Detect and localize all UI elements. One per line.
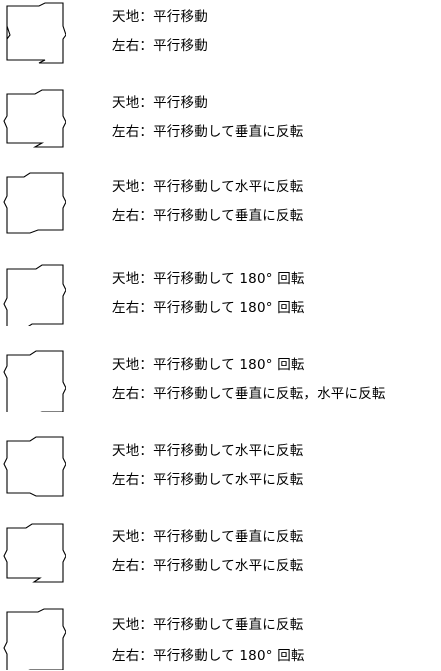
tile-shape-6 <box>2 436 66 498</box>
row-2-top-bottom-rule: 天地：平行移動 <box>112 95 208 111</box>
row-4-top-bottom-rule: 天地：平行移動して 180° 回転 <box>112 271 305 287</box>
tiling-row-6: 天地：平行移動して水平に反転 左右：平行移動して水平に反転 <box>0 434 441 498</box>
tiling-row-1: 天地：平行移動 左右：平行移動 <box>0 0 441 64</box>
tile-shape-5 <box>2 350 66 412</box>
tile-shape-1 <box>2 2 66 64</box>
row-1-top-bottom-rule: 天地：平行移動 <box>112 9 208 25</box>
row-8-top-bottom-rule: 天地：平行移動して垂直に反転 <box>112 617 304 633</box>
tile-shape-2 <box>2 88 66 150</box>
tiling-row-5: 天地：平行移動して 180° 回転 左右：平行移動して垂直に反転，水平に反転 <box>0 348 441 412</box>
tiling-row-2: 天地：平行移動 左右：平行移動して垂直に反転 <box>0 86 441 148</box>
tiling-row-3: 天地：平行移動して水平に反転 左右：平行移動して垂直に反転 <box>0 170 441 234</box>
row-7-top-bottom-rule: 天地：平行移動して垂直に反転 <box>112 529 304 545</box>
row-7-left-right-rule: 左右：平行移動して水平に反転 <box>112 558 304 574</box>
tile-shape-7 <box>2 522 66 584</box>
tiling-row-4: 天地：平行移動して 180° 回転 左右：平行移動して 180° 回転 <box>0 262 441 326</box>
row-6-left-right-rule: 左右：平行移動して水平に反転 <box>112 472 304 488</box>
row-2-left-right-rule: 左右：平行移動して垂直に反転 <box>112 124 304 140</box>
tiling-row-8: 天地：平行移動して垂直に反転 左右：平行移動して 180° 回転 <box>0 606 441 670</box>
row-3-top-bottom-rule: 天地：平行移動して水平に反転 <box>112 179 304 195</box>
row-5-left-right-rule: 左右：平行移動して垂直に反転，水平に反転 <box>112 386 386 402</box>
row-3-left-right-rule: 左右：平行移動して垂直に反転 <box>112 208 304 224</box>
row-8-left-right-rule: 左右：平行移動して 180° 回転 <box>112 648 305 664</box>
row-6-top-bottom-rule: 天地：平行移動して水平に反転 <box>112 443 304 459</box>
row-1-left-right-rule: 左右：平行移動 <box>112 38 208 54</box>
row-4-left-right-rule: 左右：平行移動して 180° 回転 <box>112 300 305 316</box>
tile-shape-8 <box>2 608 66 670</box>
tiling-row-7: 天地：平行移動して垂直に反転 左右：平行移動して水平に反転 <box>0 520 441 584</box>
tile-shape-4 <box>2 264 66 326</box>
tile-shape-3 <box>2 172 66 234</box>
row-5-top-bottom-rule: 天地：平行移動して 180° 回転 <box>112 357 305 373</box>
